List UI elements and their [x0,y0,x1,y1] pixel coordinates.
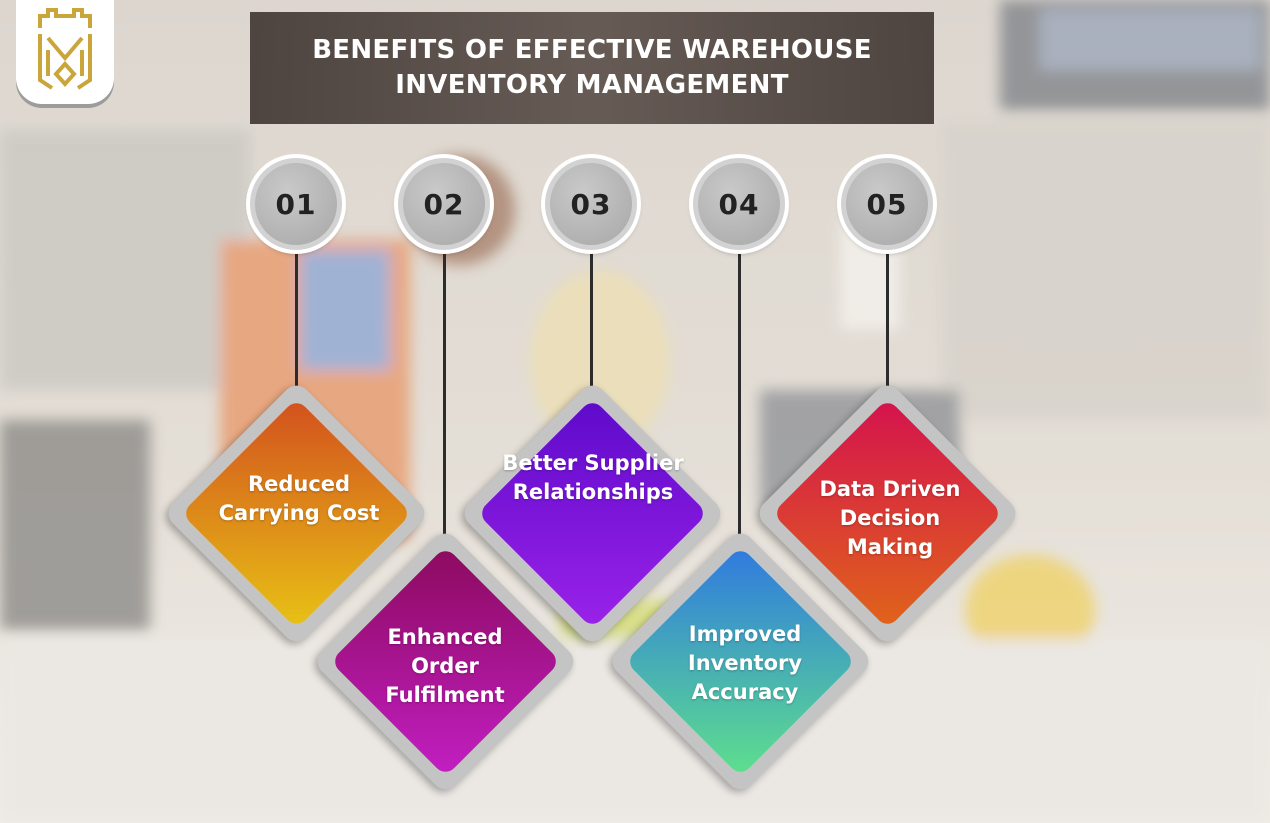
benefit-label-03: Better Supplier Relationships [502,451,684,504]
logo-emblem-icon [38,8,92,90]
connector-line-02 [443,240,446,552]
page-title: BENEFITS OF EFFECTIVE WAREHOUSE INVENTOR… [312,35,872,100]
benefit-label-02: Enhanced Order Fulfilment [385,625,505,707]
company-logo [16,0,114,104]
step-number-label: 02 [423,187,465,221]
step-number-label: 04 [718,187,760,221]
step-number-03: 03 [545,158,637,250]
connector-line-05 [886,240,889,402]
connector-line-03 [590,240,593,402]
step-number-04: 04 [693,158,785,250]
benefit-label-04: Improved Inventory Accuracy [687,622,803,704]
step-number-01: 01 [250,158,342,250]
step-number-02: 02 [398,158,490,250]
step-number-label: 05 [866,187,908,221]
step-number-label: 01 [275,187,317,221]
step-number-05: 05 [841,158,933,250]
benefit-label-01: Reduced Carrying Cost [218,472,380,525]
connector-line-04 [738,240,741,552]
connector-line-01 [295,240,298,402]
step-number-label: 03 [570,187,612,221]
title-banner: BENEFITS OF EFFECTIVE WAREHOUSE INVENTOR… [250,12,934,124]
benefit-label-05: Data Driven Decision Making [819,477,961,559]
